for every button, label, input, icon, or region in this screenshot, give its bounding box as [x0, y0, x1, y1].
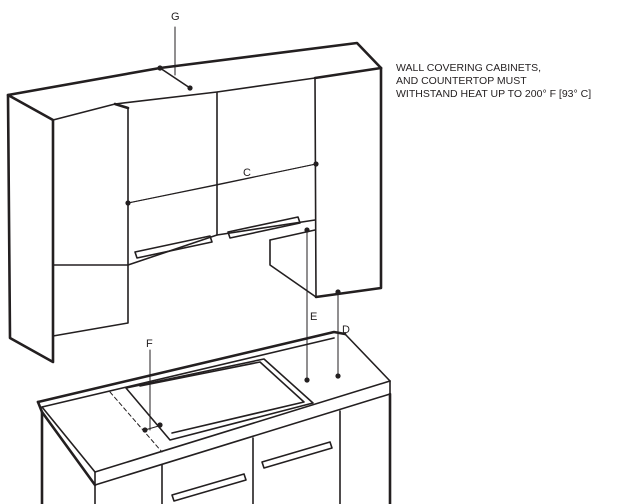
label-c: C	[243, 167, 251, 179]
dimension-lines	[125, 26, 341, 433]
heat-warning-note-line-3: WITHSTAND HEAT UP TO 200° F [93° C]	[396, 88, 591, 100]
dimension-e-start-dot	[304, 227, 310, 233]
dimension-g-start-dot	[157, 65, 163, 71]
label-d: D	[342, 324, 350, 336]
dimension-c-end-dot	[313, 161, 319, 167]
label-g: G	[171, 11, 180, 23]
dimension-g-end-dot	[187, 85, 193, 91]
dimension-d-end-dot	[335, 373, 341, 379]
countertop	[36, 330, 391, 487]
dimension-d-start-dot	[335, 289, 341, 295]
label-e: E	[310, 311, 317, 323]
base-cabinets	[40, 392, 392, 504]
upper-cabinets	[6, 41, 383, 364]
dimension-e-end-dot	[304, 377, 310, 383]
label-f: F	[146, 338, 153, 350]
dimension-c-start-dot	[125, 200, 131, 206]
heat-warning-note-line-2: AND COUNTERTOP MUST	[396, 75, 527, 87]
heat-warning-note-line-1: WALL COVERING CABINETS,	[396, 62, 541, 74]
